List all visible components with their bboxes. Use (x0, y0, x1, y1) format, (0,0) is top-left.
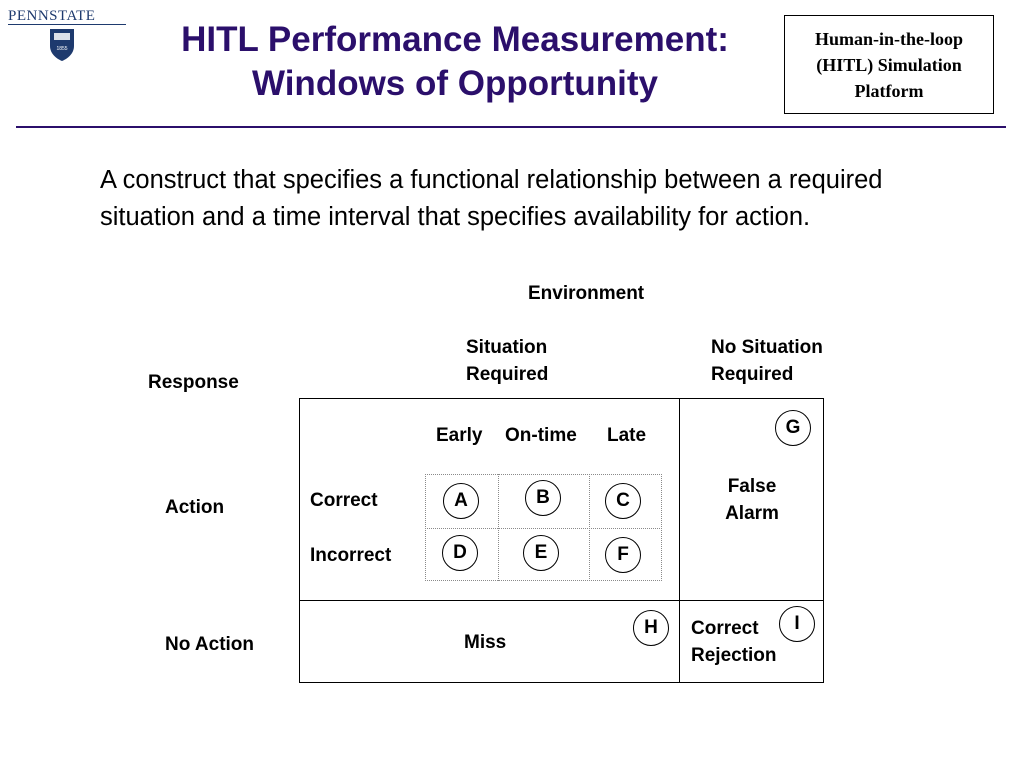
logo-rule (8, 24, 126, 25)
correct-label: Correct (310, 490, 378, 511)
miss-label: Miss (464, 632, 507, 653)
situation-required-label: Situation Required (466, 337, 549, 385)
no-situation-required-label: No Situation Required (711, 337, 823, 385)
timing-subgrid (425, 474, 662, 581)
timing-ontime-label: On-time (505, 425, 577, 446)
cell-no-situation-no-action (679, 600, 824, 683)
incorrect-label: Incorrect (310, 545, 392, 566)
environment-label: Environment (528, 283, 645, 304)
cell-b-marker: B (525, 480, 561, 516)
pennstate-wordmark: PENNSTATE (8, 8, 96, 24)
cell-e-marker: E (523, 535, 559, 571)
slide-title: HITL Performance Measurement: Windows of… (110, 18, 800, 106)
cell-a-marker: A (443, 483, 479, 519)
title-line-1: HITL Performance Measurement: (181, 20, 729, 59)
timing-divider-1 (498, 474, 499, 581)
no-action-label: No Action (165, 634, 255, 655)
cell-d-marker: D (442, 535, 478, 571)
timing-early-label: Early (436, 425, 483, 446)
platform-label-text: Human-in-the-loop (HITL) Simulation Plat… (814, 28, 964, 101)
platform-label-box: Human-in-the-loop (HITL) Simulation Plat… (784, 15, 994, 114)
timing-late-label: Late (607, 425, 647, 446)
cell-h-marker: H (633, 610, 669, 646)
timing-divider-2 (589, 474, 590, 581)
title-line-2: Windows of Opportunity (251, 64, 658, 103)
timing-divider-h (425, 528, 662, 529)
false-alarm-label: False Alarm (725, 476, 779, 524)
penn-state-shield-icon: 1855 (50, 29, 74, 61)
action-label: Action (165, 497, 225, 518)
seal-year: 1855 (56, 46, 67, 52)
response-label: Response (148, 372, 239, 393)
cell-c-marker: C (605, 483, 641, 519)
cell-i-marker: I (779, 606, 815, 642)
cell-f-marker: F (605, 537, 641, 573)
cell-g-marker: G (775, 410, 811, 446)
intro-paragraph: A construct that specifies a functional … (100, 166, 883, 231)
header-rule (16, 126, 1006, 128)
correct-rejection-label: Correct Rejection (691, 618, 777, 666)
